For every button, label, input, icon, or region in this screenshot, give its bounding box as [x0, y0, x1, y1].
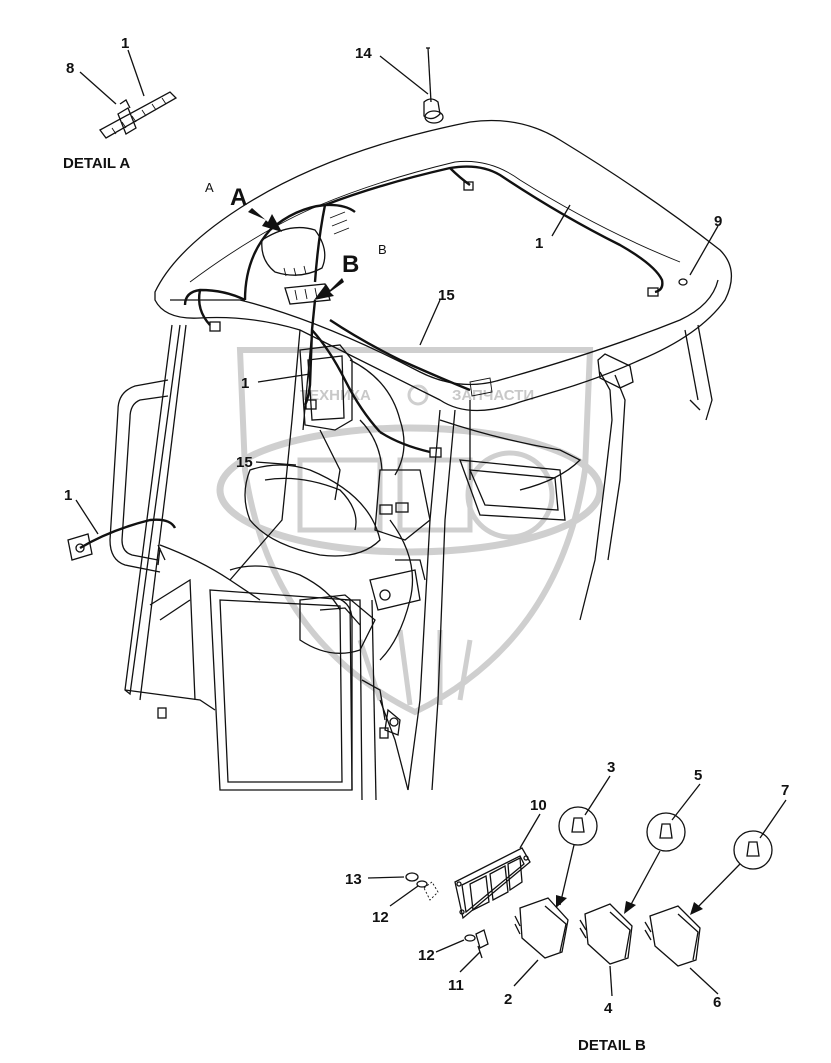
leader-lines: [75, 49, 787, 997]
callout-11: 11: [448, 977, 464, 994]
view-letter-b-small: B: [378, 242, 387, 257]
antenna-part: [423, 47, 444, 124]
roof-wire-harness: [183, 165, 688, 332]
callout-14: 14: [355, 45, 372, 62]
callout-1-pillar: 1: [241, 375, 249, 392]
callout-8: 8: [66, 60, 74, 77]
view-letter-b-large: B: [342, 251, 359, 278]
callout-labels: 1 8 14 1 9 15 1 15 1 3 5 7 10 13 12 12 1…: [64, 35, 789, 1017]
watermark-logo: ТЕХНИКА ЗАПЧАСТИ: [216, 347, 604, 716]
callout-1-detail-a: 1: [121, 35, 129, 52]
detail-captions: DETAIL A DETAIL B: [63, 155, 646, 1054]
callout-3: 3: [607, 759, 615, 776]
detail-b-switch-plate: [423, 847, 531, 920]
view-arrows: [248, 208, 344, 300]
seat-and-console: [159, 344, 582, 739]
callout-9: 9: [714, 213, 722, 230]
callout-10: 10: [530, 797, 547, 814]
callout-5: 5: [694, 767, 702, 784]
callout-7: 7: [781, 782, 789, 799]
callout-6: 6: [713, 994, 721, 1011]
view-letter-a-small: A: [205, 180, 214, 195]
callout-12-top: 12: [372, 909, 389, 926]
callout-12-bottom: 12: [418, 947, 435, 964]
pillar-wire-harness: [303, 299, 493, 458]
cab-frame: [109, 324, 713, 801]
watermark-right-text: ЗАПЧАСТИ: [452, 387, 534, 404]
view-letters: A B A B: [205, 180, 387, 278]
left-handrail-wire: [67, 518, 177, 566]
callout-15-top: 15: [438, 287, 455, 304]
callout-1-roof: 1: [535, 235, 543, 252]
watermark-left-text: ТЕХНИКА: [300, 387, 371, 404]
detail-b-switches: [514, 897, 701, 967]
callout-2: 2: [504, 991, 512, 1008]
detail-b-lens-circles: [558, 806, 773, 870]
callout-1-left: 1: [64, 487, 72, 504]
callout-4: 4: [604, 1000, 613, 1017]
detail-a-cable-tie: [99, 91, 178, 139]
detail-b-fasteners: [405, 872, 489, 959]
callout-15-mid: 15: [236, 454, 253, 471]
callout-13: 13: [345, 871, 362, 888]
view-letter-a-large: A: [230, 184, 247, 211]
detail-a-caption: DETAIL A: [63, 155, 130, 172]
detail-b-caption: DETAIL B: [578, 1037, 646, 1054]
